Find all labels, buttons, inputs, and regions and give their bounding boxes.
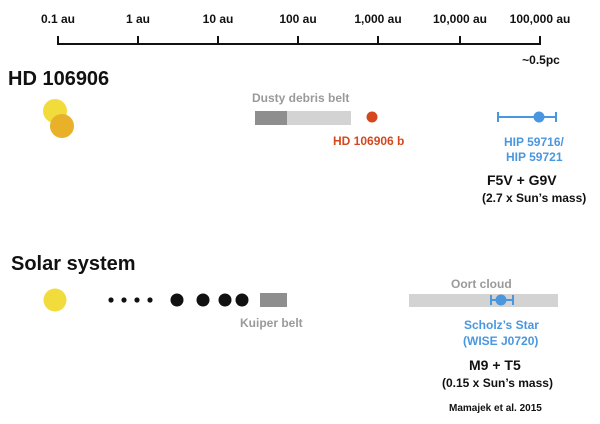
planet-mercury [108,297,114,303]
kuiper-belt-label: Kuiper belt [240,316,303,330]
binary-star-secondary [50,114,74,138]
planet-neptune [235,293,249,307]
sun [43,288,67,312]
planet-earth [134,297,140,303]
hd106906-system: HD 106906 Dusty debris belt HD 106906 b … [8,68,586,205]
mass-note: (0.15 x Sun’s mass) [442,376,553,390]
planet-saturn [196,293,210,307]
planet-jupiter [170,293,184,307]
tick-label: 0.1 au [41,12,75,26]
planet-venus [121,297,127,303]
tick-label: 1 au [126,12,150,26]
solar-system: Solar system Kuiper belt Oort cloud Scho… [11,253,558,390]
companion-label: HIP 59716/ [504,135,564,149]
companion-label: HIP 59721 [506,150,563,164]
debris-belt-outer [287,111,351,125]
planet-label: HD 106906 b [333,134,404,148]
tick-label: 1,000 au [354,12,401,26]
tick-label: 10,000 au [433,12,487,26]
spectral-types: F5V + G9V [487,172,557,188]
scholz-star-label: (WISE J0720) [463,334,538,348]
debris-belt-inner [255,111,287,125]
planet-uranus [218,293,232,307]
hd106906-title: HD 106906 [8,68,109,90]
kuiper-belt [260,293,287,307]
debris-belt-label: Dusty debris belt [252,91,349,105]
scholz-star-label: Scholz’s Star [464,318,539,332]
citation: Mamajek et al. 2015 [449,403,542,414]
scholz-star-range-marker [490,294,514,306]
tick-label: 10 au [203,12,234,26]
oort-cloud-label: Oort cloud [451,277,512,291]
companion-range-marker [497,111,557,123]
oort-cloud [409,294,558,307]
planet-hd106906b [366,111,378,123]
solar-system-title: Solar system [11,253,136,275]
spectral-types: M9 + T5 [469,357,521,373]
tick-label: 100 au [279,12,316,26]
mass-note: (2.7 x Sun’s mass) [482,191,586,205]
end-distance-note: ~0.5pc [522,53,560,67]
tick-label: 100,000 au [510,12,571,26]
scale-axis: 0.1 au 1 au 10 au 100 au 1,000 au 10,000… [41,12,570,67]
planet-mars [147,297,153,303]
